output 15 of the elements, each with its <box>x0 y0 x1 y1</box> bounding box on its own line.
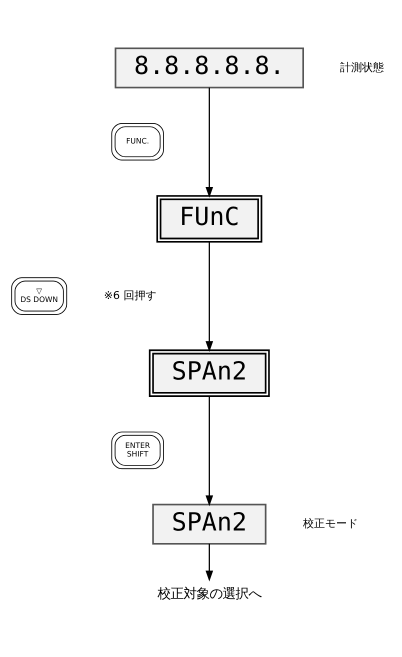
arrow <box>206 543 214 582</box>
node-box: ▽ DS DOWN <box>11 276 68 314</box>
node-box: FUNC. <box>111 122 164 160</box>
node-box: SPAn2 <box>152 503 266 544</box>
node-text: 校正対象の選択へ <box>157 586 262 602</box>
node-label: ※6 回押す <box>104 288 156 302</box>
arrow <box>206 396 214 506</box>
node-label: 計測状態 <box>340 60 384 74</box>
node-box: SPAn2 <box>148 348 270 396</box>
node-box: ENTER SHIFT <box>111 431 164 469</box>
node-box: 8.8.8.8.8. <box>114 47 304 88</box>
node-label: 校正モード <box>302 516 358 530</box>
arrow <box>206 87 214 198</box>
node-box: FUnC <box>156 194 262 242</box>
arrow <box>206 241 214 352</box>
